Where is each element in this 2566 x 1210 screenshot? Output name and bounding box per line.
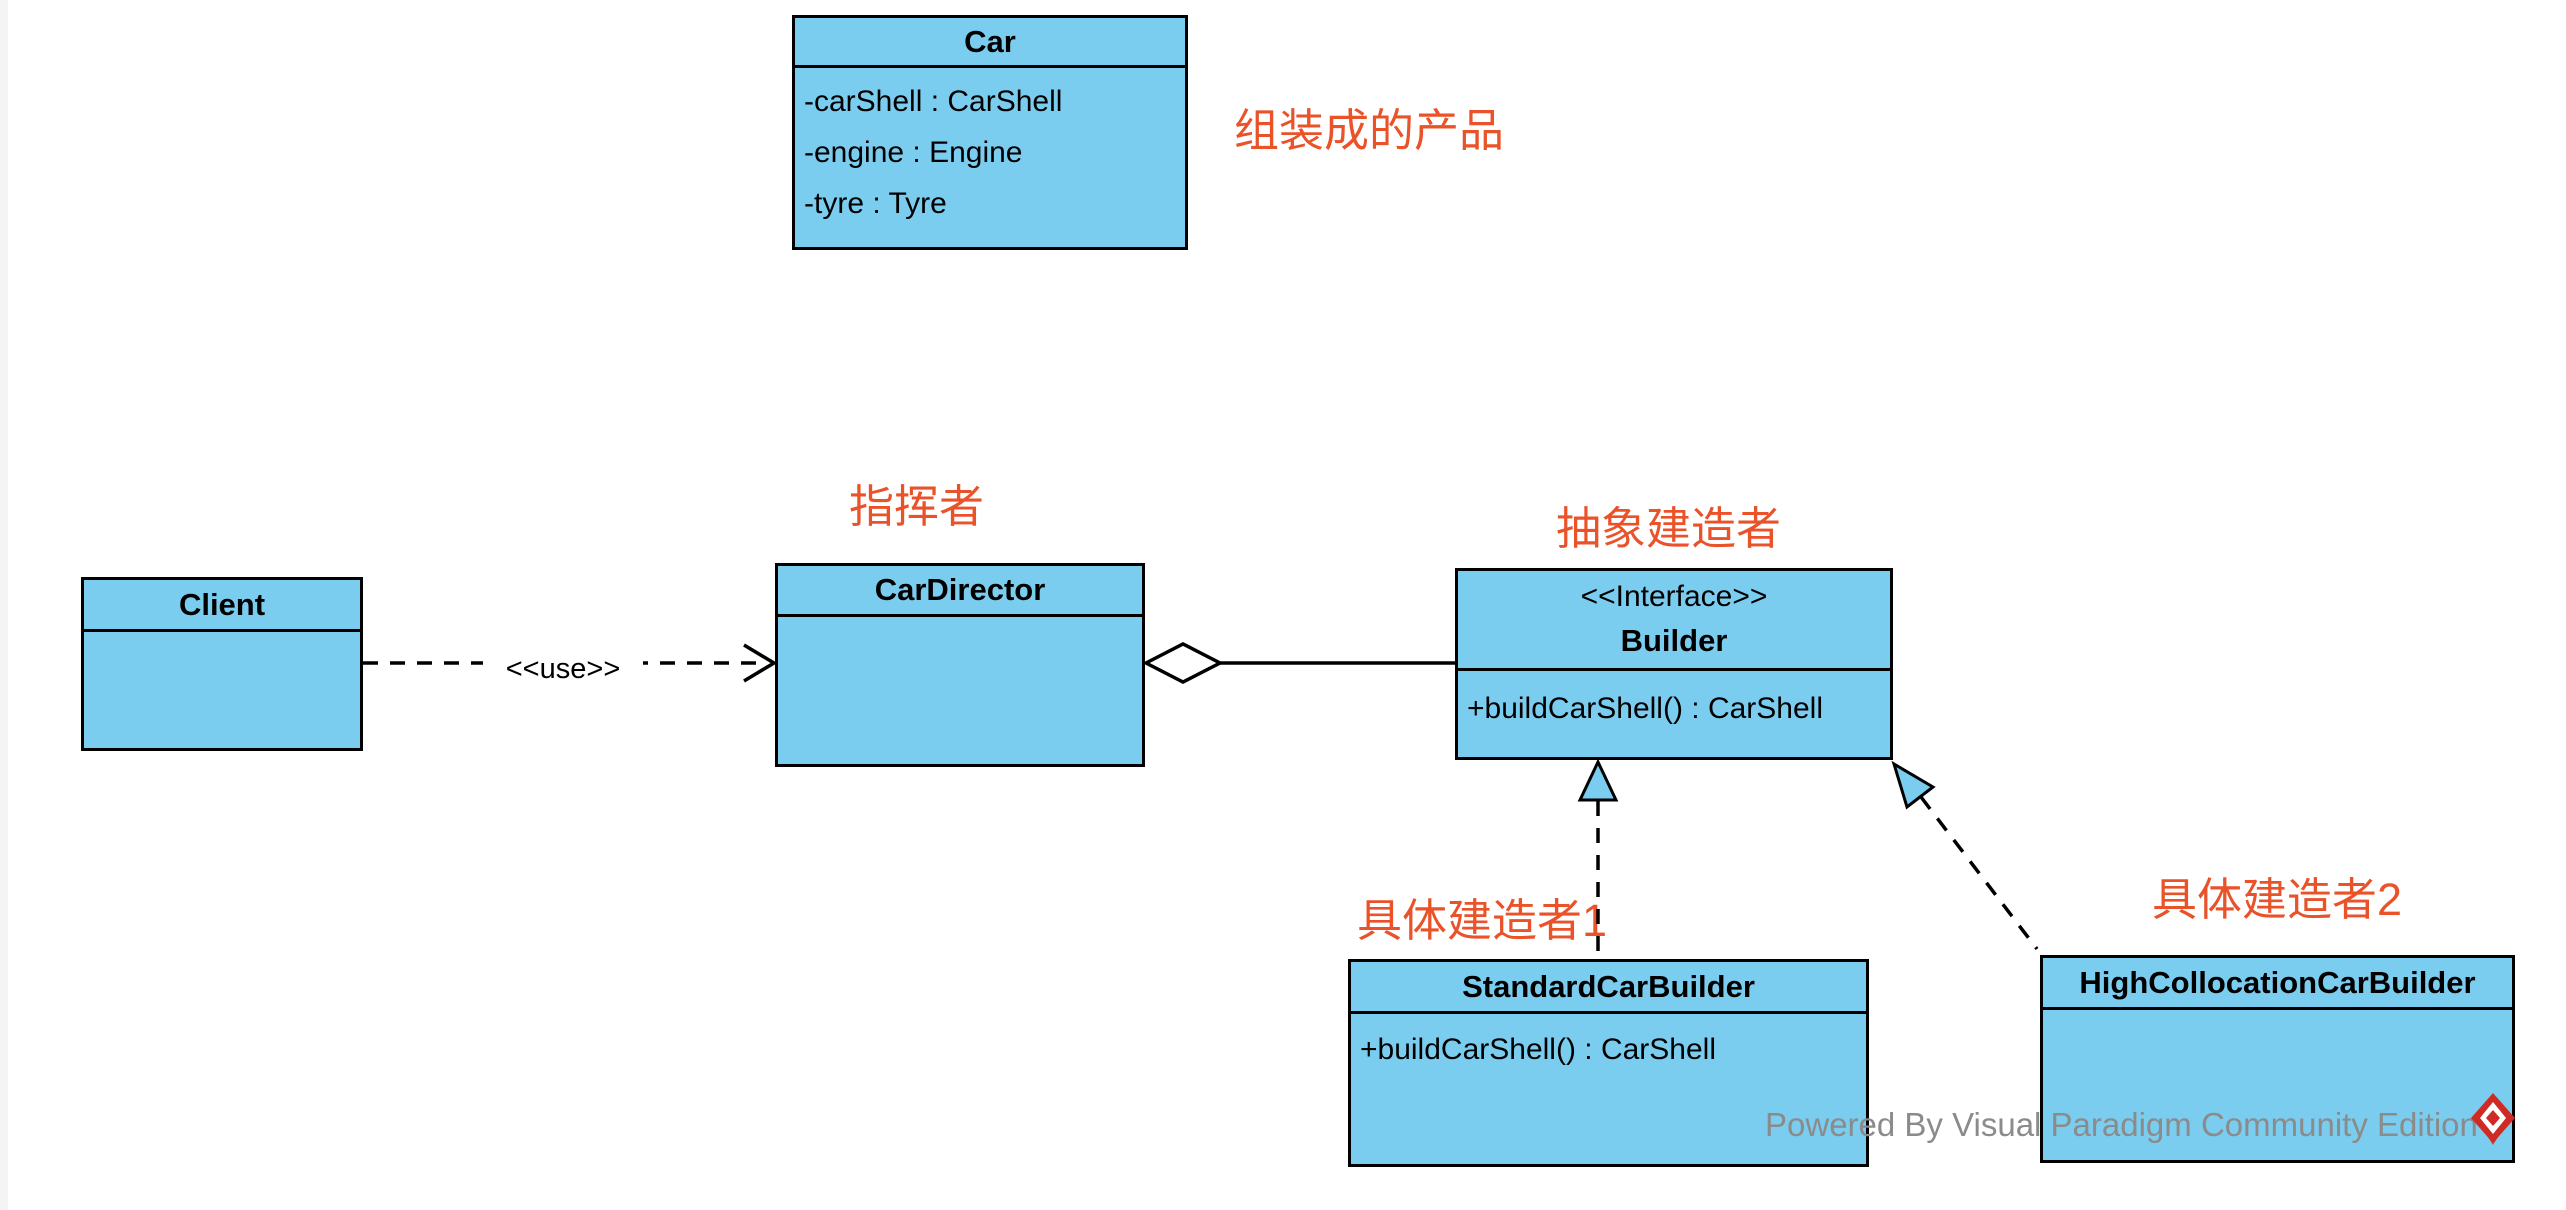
canvas-left-edge [0,0,8,1210]
class-car-director-body [778,617,1142,764]
class-high-collocation-car-builder: HighCollocationCarBuilder [2040,955,2515,1163]
attribute-carshell: -carShell : CarShell [804,85,1063,118]
annotation-concrete-builder-1: 具体建造者1 [1357,895,1608,946]
class-builder-stereotype: <<Interface>> [1580,579,1768,613]
class-standard-car-builder: StandardCarBuilder +buildCarShell() : Ca… [1348,959,1869,1167]
class-car-director-title: CarDirector [778,566,1142,617]
class-high-collocation-car-builder-title: HighCollocationCarBuilder [2043,958,2512,1010]
class-car-director: CarDirector [775,563,1145,767]
class-builder-title: <<Interface>> Builder [1458,571,1890,671]
class-builder-name: Builder [1620,623,1728,659]
attribute-tyre: -tyre : Tyre [804,187,947,220]
realization-line-high [1919,795,2039,951]
class-client-title: Client [84,580,360,632]
class-high-collocation-car-builder-name: HighCollocationCarBuilder [2079,964,2476,1000]
class-car-attributes: -carShell : CarShell -engine : Engine -t… [795,68,1185,247]
method-buildcarshell: +buildCarShell() : CarShell [1467,692,1823,725]
class-client: Client [81,577,363,751]
attribute-engine: -engine : Engine [804,136,1023,169]
annotation-concrete-builder-2: 具体建造者2 [2152,874,2403,925]
class-standard-car-builder-methods: +buildCarShell() : CarShell [1351,1014,1866,1164]
visual-paradigm-logo-icon [2471,1093,2515,1145]
aggregation-diamond-icon [1142,642,1224,684]
realization-triangle-standard-icon [1577,758,1619,802]
annotation-abstract-builder: 抽象建造者 [1556,503,1782,554]
use-label: <<use>> [483,648,643,690]
annotation-product: 组装成的产品 [1234,105,1505,156]
method-buildcarshell-standard: +buildCarShell() : CarShell [1360,1033,1716,1066]
class-standard-car-builder-name: StandardCarBuilder [1462,968,1755,1004]
use-dependency-arrowhead-icon [743,643,778,683]
annotation-director: 指挥者 [849,481,985,532]
class-car-name: Car [964,23,1016,59]
class-car: Car -carShell : CarShell -engine : Engin… [792,15,1188,250]
watermark-text: Powered By Visual Paradigm Community Edi… [1765,1106,2478,1143]
realization-triangle-high-icon [1891,760,1936,810]
class-car-director-name: CarDirector [874,572,1046,608]
class-client-name: Client [178,586,266,622]
class-standard-car-builder-title: StandardCarBuilder [1351,962,1866,1014]
class-car-title: Car [795,18,1185,68]
class-client-body [84,632,360,748]
class-builder: <<Interface>> Builder +buildCarShell() :… [1455,568,1893,760]
class-builder-methods: +buildCarShell() : CarShell [1458,671,1890,757]
